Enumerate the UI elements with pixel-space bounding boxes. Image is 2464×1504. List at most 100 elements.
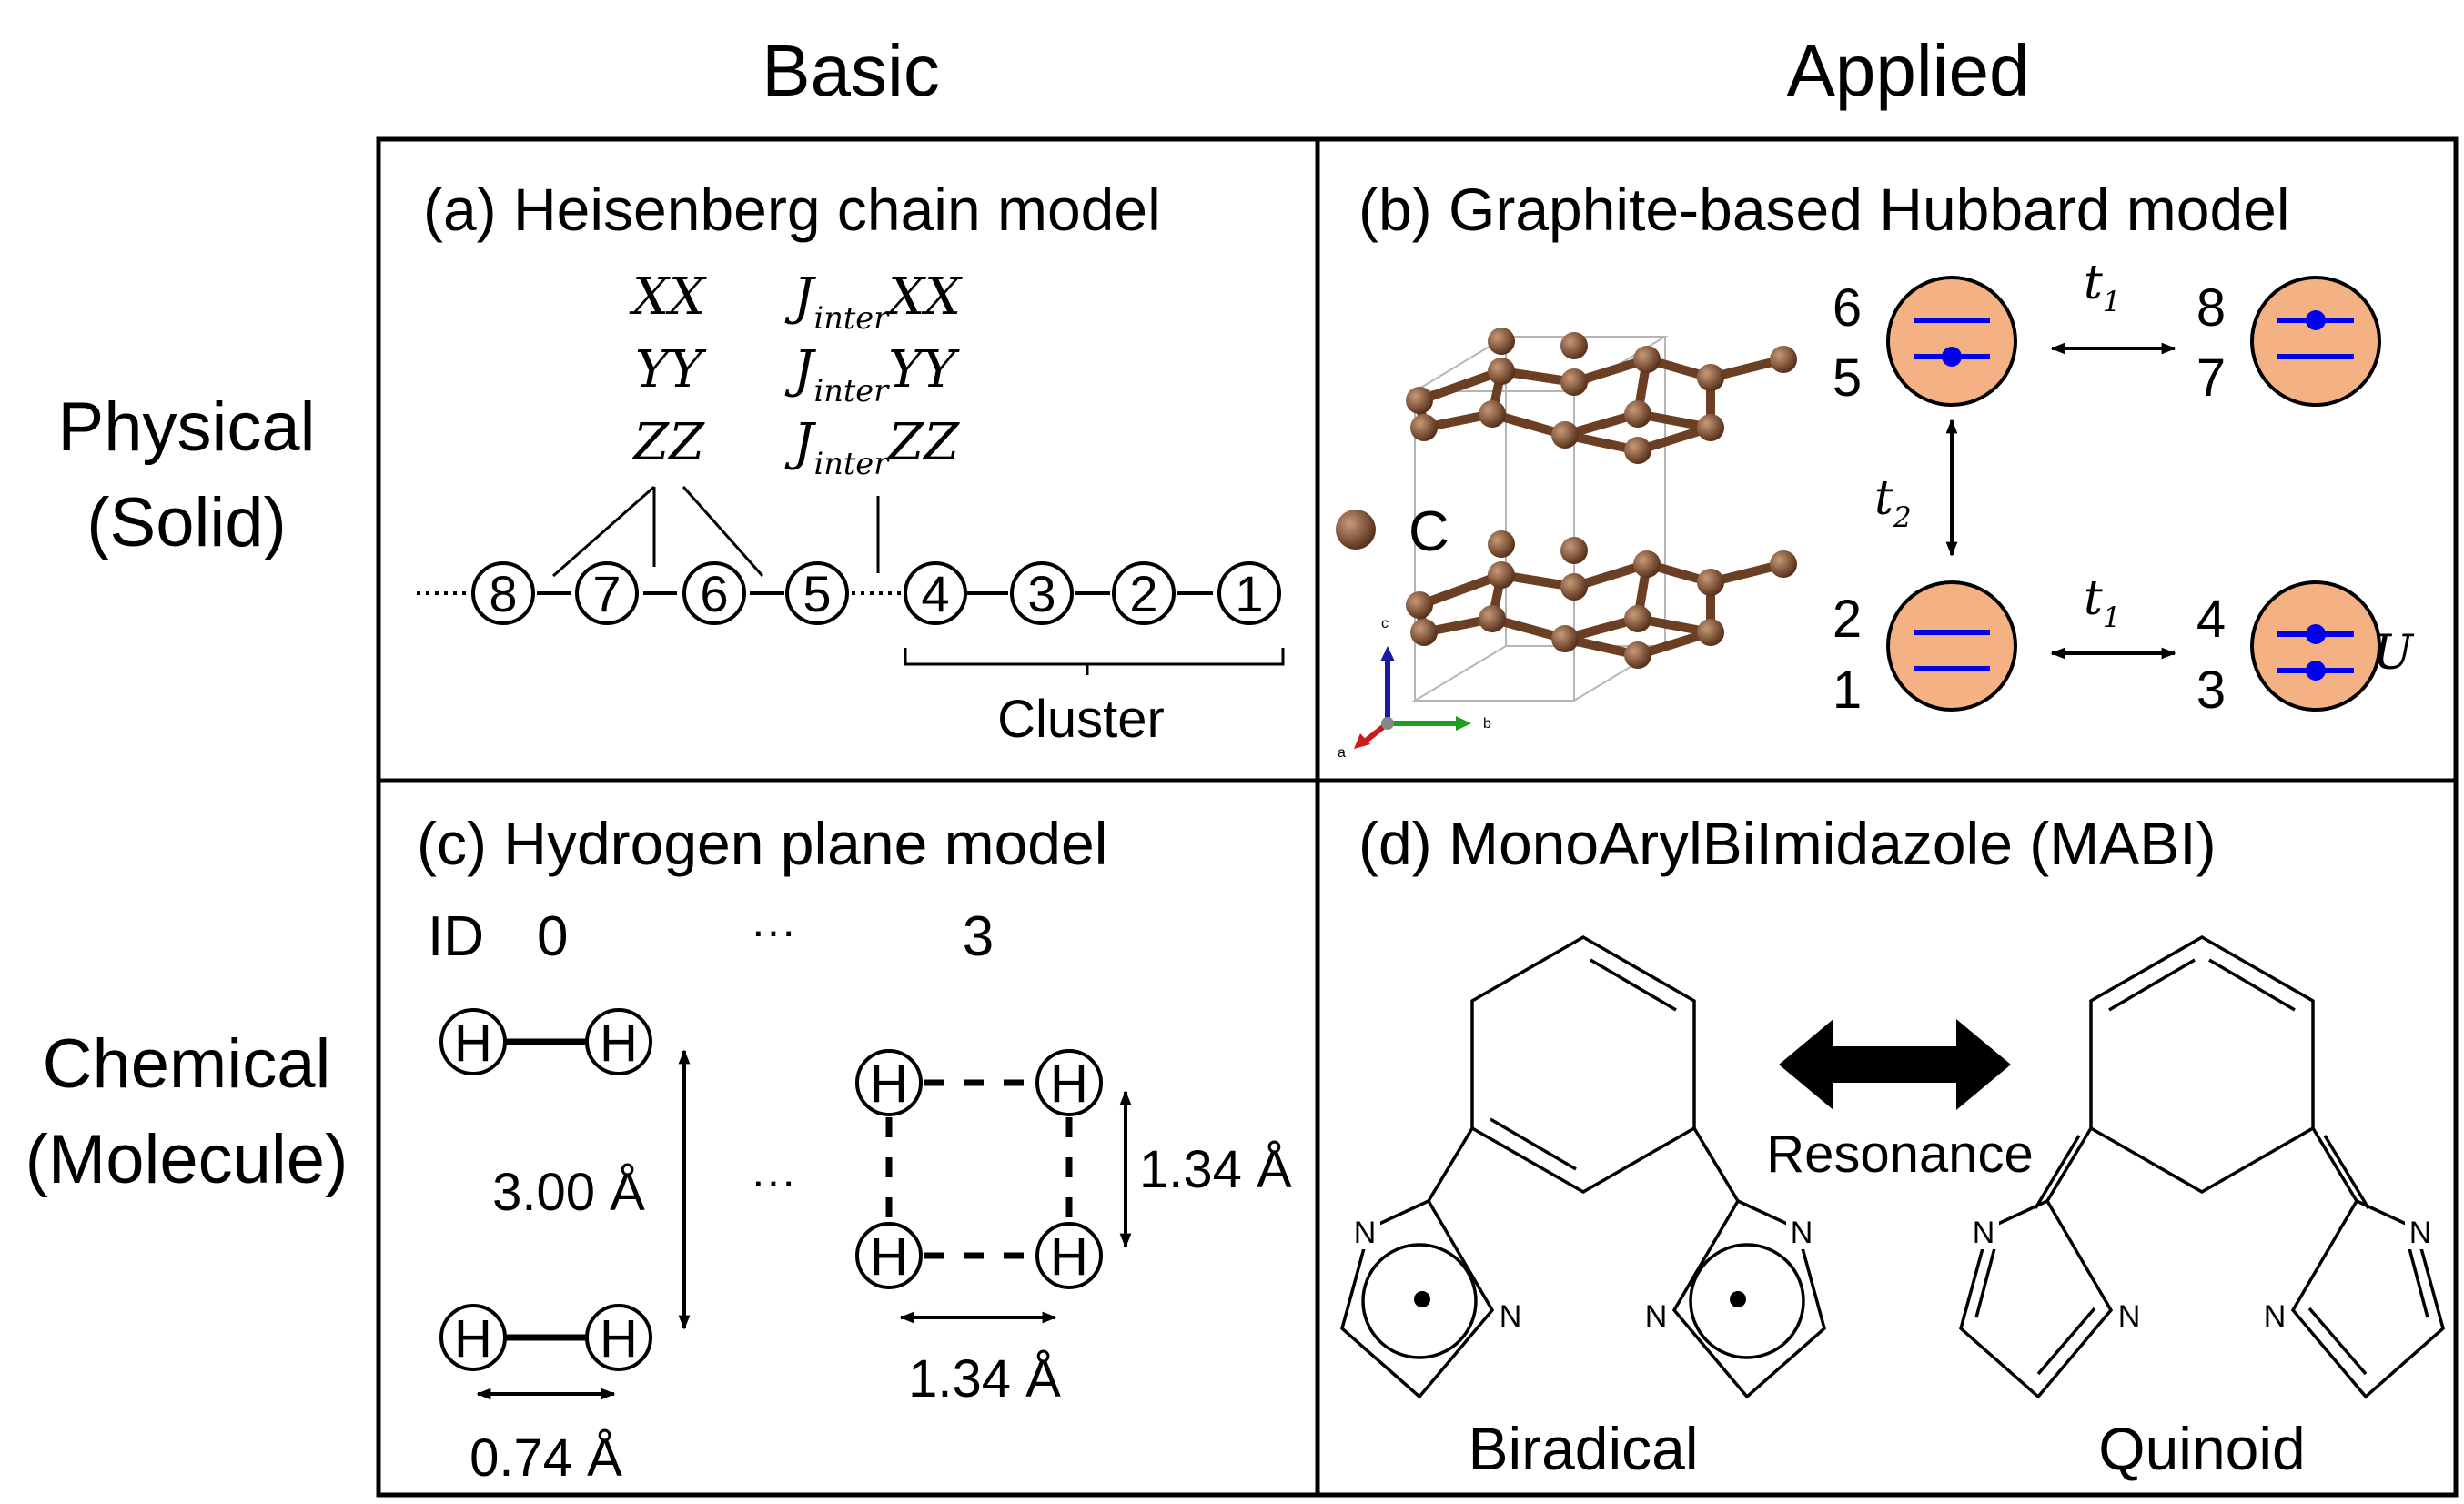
panel-a-title: (a) Heisenberg chain model xyxy=(423,176,1161,243)
svg-text:H: H xyxy=(454,1014,492,1073)
panel-d-title: (d) MonoArylBiImidazole (MABI) xyxy=(1358,810,2217,877)
spin-chain: 8 7 6 5 4 3 2 1 xyxy=(417,561,1281,625)
svg-text:3: 3 xyxy=(2196,661,2226,720)
svg-text:N: N xyxy=(2118,1299,2141,1334)
svg-text:N: N xyxy=(1500,1299,1522,1334)
svg-text:N: N xyxy=(2264,1299,2287,1334)
orbital-34: 4 3 U xyxy=(2196,580,2415,720)
h4-square: H H H H xyxy=(855,1049,1103,1289)
svg-text:H: H xyxy=(1050,1055,1088,1114)
distance-0-74: 0.74 Å xyxy=(470,1428,622,1488)
inter-coupling-terms: JinterXX JinterYY JinterZZ xyxy=(784,267,963,481)
svg-text:7: 7 xyxy=(2196,348,2226,408)
panel-grid xyxy=(376,136,2459,1498)
svg-text:(Solid): (Solid) xyxy=(86,484,287,561)
site-2: 2 xyxy=(1112,561,1176,625)
svg-text:JinterXX: JinterXX xyxy=(784,267,963,336)
hop-t1-bottom: t1 xyxy=(2084,571,2121,634)
site-5: 5 xyxy=(785,561,849,625)
radical-dot-left xyxy=(1414,1291,1430,1307)
svg-text:N: N xyxy=(1791,1216,1813,1250)
resonance-label: Resonance xyxy=(1766,1125,2033,1184)
site-4: 4 xyxy=(904,561,967,625)
carbon-bonds xyxy=(1415,354,1785,661)
h2-top: H H xyxy=(439,1008,652,1075)
panel-b: (b) Graphite-based Hubbard model xyxy=(1336,176,2415,761)
orbital-78: 8 7 xyxy=(2196,276,2381,408)
site-6: 6 xyxy=(682,561,746,625)
svg-text:H: H xyxy=(454,1309,492,1368)
id-ellipsis: ··· xyxy=(751,905,796,956)
svg-text:6: 6 xyxy=(700,565,728,622)
orbital-12: 2 1 xyxy=(1833,580,2017,720)
svg-text:1: 1 xyxy=(1833,661,1862,720)
panel-b-title: (b) Graphite-based Hubbard model xyxy=(1358,176,2290,243)
svg-text:5: 5 xyxy=(1833,348,1862,408)
hop-t2: t2 xyxy=(1874,471,1912,534)
svg-text:N: N xyxy=(2409,1216,2432,1250)
svg-text:H: H xyxy=(600,1309,638,1368)
site-3: 3 xyxy=(1010,561,1074,625)
intra-term-zz: ZZ xyxy=(631,413,705,472)
svg-text:5: 5 xyxy=(803,565,831,622)
svg-text:Chemical: Chemical xyxy=(43,1025,331,1103)
hop-t1-top: t1 xyxy=(2084,256,2121,318)
panel-c-title: (c) Hydrogen plane model xyxy=(417,810,1107,877)
h2-bottom: H H xyxy=(439,1304,652,1371)
id-label: ID xyxy=(428,905,484,968)
distance-1-34-v: 1.34 Å xyxy=(1139,1140,1292,1199)
panel-a: (a) Heisenberg chain model XX YY ZZ Jint… xyxy=(417,176,1285,749)
svg-text:a: a xyxy=(1338,745,1346,761)
carbon-legend-ball xyxy=(1336,510,1376,550)
cluster-label: Cluster xyxy=(997,690,1165,749)
intra-coupling-terms: XX YY ZZ xyxy=(629,267,707,472)
hopping-arrows xyxy=(1945,342,2176,660)
mid-ellipsis: ··· xyxy=(751,1156,796,1206)
site-7: 7 xyxy=(575,561,639,625)
biradical-n-labels: N N N N xyxy=(1349,1215,1817,1334)
svg-text:2: 2 xyxy=(1833,590,1862,649)
quinoid-n-labels: N N N N xyxy=(1968,1215,2436,1334)
orbital-56: 6 5 xyxy=(1833,276,2017,408)
svg-text:3: 3 xyxy=(1027,565,1055,622)
svg-text:H: H xyxy=(1050,1227,1088,1287)
cluster-bracket xyxy=(904,648,1285,675)
interaction-u: U xyxy=(2373,626,2415,681)
svg-text:N: N xyxy=(1645,1299,1668,1334)
resonance-arrow xyxy=(1779,1019,2011,1110)
carbon-atoms xyxy=(1406,328,1797,669)
radical-dot-right xyxy=(1730,1291,1746,1307)
quinoid-label: Quinoid xyxy=(2098,1415,2306,1482)
site-8: 8 xyxy=(471,561,535,625)
coupling-lines xyxy=(552,485,880,578)
column-header-basic: Basic xyxy=(762,30,940,111)
svg-text:JinterZZ: JinterZZ xyxy=(784,413,960,481)
distance-3-00: 3.00 Å xyxy=(492,1163,645,1222)
svg-text:H: H xyxy=(600,1014,638,1073)
svg-text:7: 7 xyxy=(592,565,621,622)
svg-text:N: N xyxy=(1354,1216,1377,1250)
biradical-label: Biradical xyxy=(1468,1415,1698,1482)
biradical-structure xyxy=(1340,934,1826,1399)
svg-text:H: H xyxy=(870,1055,908,1114)
site-1: 1 xyxy=(1217,561,1281,625)
panel-c: (c) Hydrogen plane model ID 0 ··· 3 H H … xyxy=(417,810,1292,1488)
svg-text:6: 6 xyxy=(1833,278,1862,338)
row-header-chemical: Chemical (Molecule) xyxy=(25,1025,348,1198)
column-header-applied: Applied xyxy=(1787,30,2030,111)
distance-1-34-h: 1.34 Å xyxy=(908,1349,1061,1408)
svg-text:4: 4 xyxy=(2196,590,2226,649)
id-first: 0 xyxy=(537,905,568,968)
intra-term-yy: YY xyxy=(635,340,707,399)
graphite-structure: C c b a xyxy=(1336,328,1797,761)
axis-triad: c b a xyxy=(1338,616,1491,761)
svg-text:(Molecule): (Molecule) xyxy=(25,1121,348,1198)
id-last: 3 xyxy=(963,905,994,968)
svg-text:H: H xyxy=(870,1227,908,1287)
svg-text:Physical: Physical xyxy=(58,389,316,466)
intra-term-xx: XX xyxy=(629,267,707,327)
row-header-physical: Physical (Solid) xyxy=(58,389,316,561)
carbon-legend-label: C xyxy=(1409,500,1449,563)
svg-text:1: 1 xyxy=(1235,565,1263,622)
